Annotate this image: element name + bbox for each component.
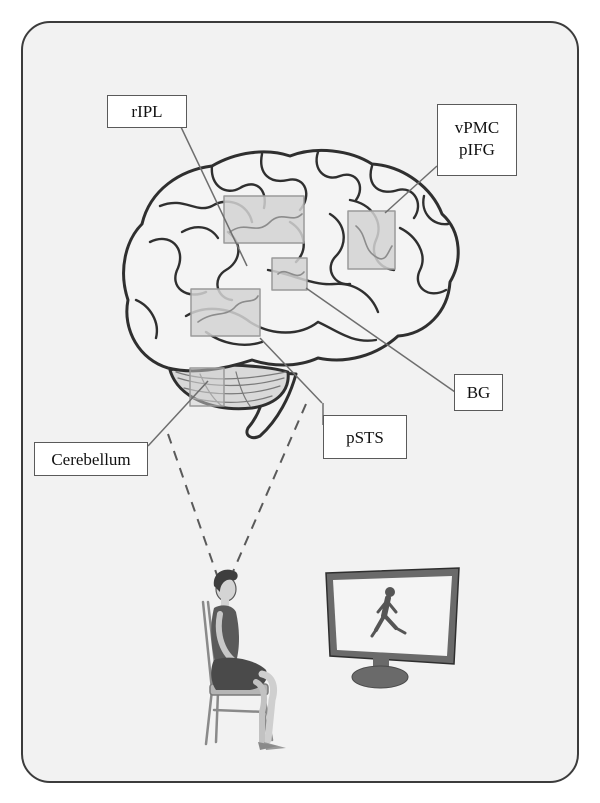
monitor-stand	[351, 665, 409, 689]
brain-icon	[122, 148, 460, 440]
connector-lines	[147, 126, 456, 447]
monitor-screen	[333, 576, 452, 656]
label-bg: BG	[454, 374, 503, 411]
seated-person-icon	[201, 569, 286, 750]
label-vpmc-text: vPMC	[454, 118, 500, 137]
label-psts-text: pSTS	[346, 428, 384, 447]
sight-lines	[167, 403, 307, 579]
region-ripl	[223, 195, 305, 244]
region-cerebellum	[189, 367, 225, 407]
region-psts	[190, 288, 261, 337]
label-pifg-text: pIFG	[459, 140, 495, 159]
label-cerebellum: Cerebellum	[34, 442, 148, 476]
label-cerebellum-text: Cerebellum	[51, 450, 131, 469]
walking-figure-icon	[370, 587, 407, 638]
monitor-icon	[325, 567, 460, 689]
label-psts: pSTS	[323, 415, 407, 459]
label-bg-text: BG	[466, 383, 491, 402]
label-vpmc-pifg: vPMC pIFG	[437, 104, 517, 176]
label-ripl: rIPL	[107, 95, 187, 128]
region-vpmc	[347, 210, 396, 270]
label-ripl-text: rIPL	[131, 102, 163, 121]
